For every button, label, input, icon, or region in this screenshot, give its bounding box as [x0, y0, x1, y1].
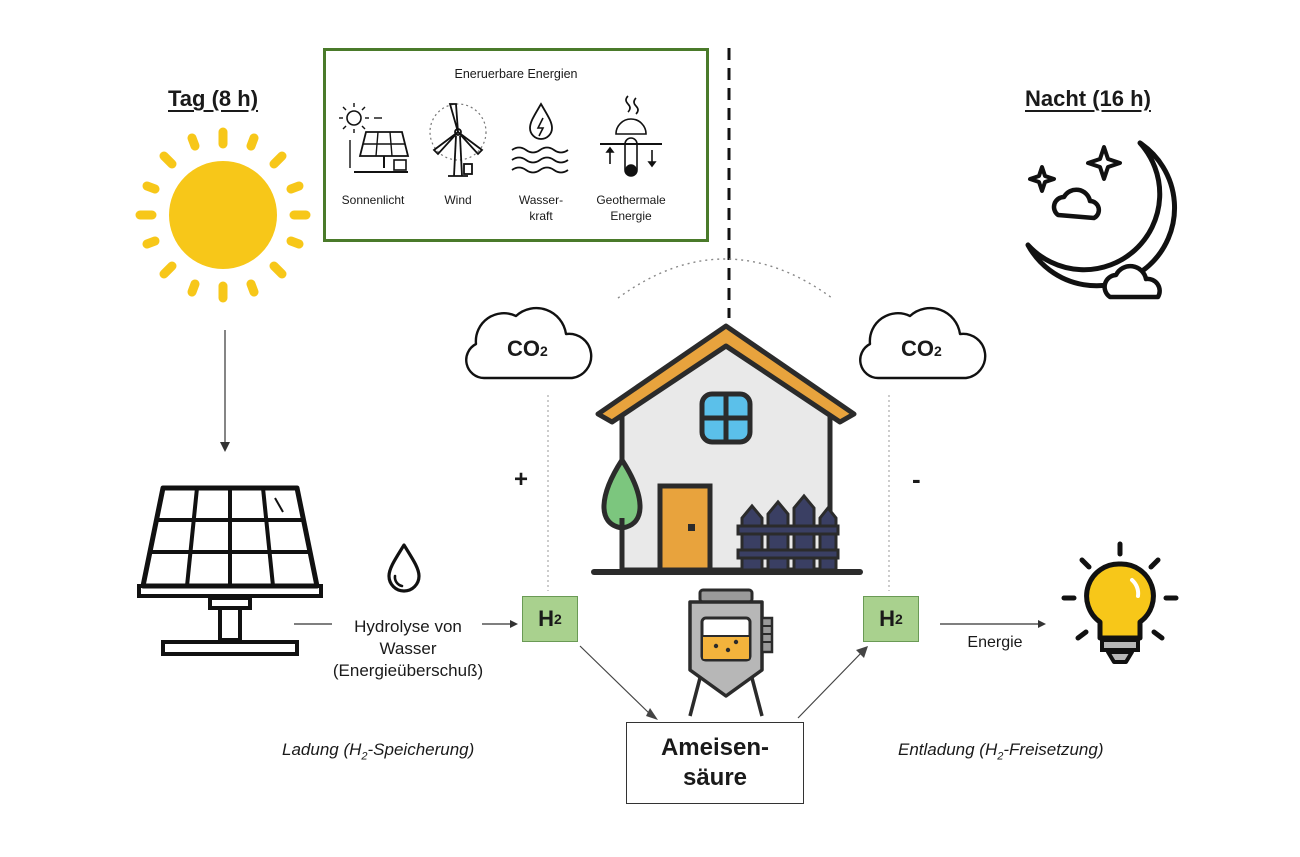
house-icon: [591, 323, 863, 575]
water-drop-icon: [387, 543, 421, 593]
formic-acid-box: Ameisen- säure: [626, 722, 804, 804]
acid-arrows: [579, 645, 868, 720]
energy-arrow: [940, 620, 1046, 628]
moon-icon: [1025, 140, 1177, 300]
sun-icon: [135, 127, 311, 303]
light-bulb-icon: [1061, 541, 1179, 664]
co2-cloud-left: [465, 306, 593, 380]
reactor-tank-icon: [688, 588, 774, 717]
renewable-label-geo: Geothermale Energie: [596, 193, 666, 223]
wasserkraft-icon: [511, 102, 569, 174]
dotted-arc: [617, 258, 833, 299]
plus-sign: +: [514, 466, 529, 493]
co2-line-left: [547, 395, 549, 591]
renewable-label-wind: Wind: [444, 193, 472, 207]
minus-sign: -: [912, 464, 921, 494]
energy-label: Energie: [967, 634, 1023, 651]
night-title: Nacht (16 h): [1025, 86, 1151, 111]
solar-panel-icon: [137, 485, 323, 656]
renewable-label-water: Wasser- kraft: [518, 193, 564, 223]
sonnenlicht-icon: [339, 103, 410, 173]
geothermal-icon: [600, 95, 662, 177]
co2-cloud-right: [859, 306, 987, 380]
discharging-label: Entladung (H2-Freisetzung): [898, 740, 1104, 763]
day-title: Tag (8 h): [168, 86, 259, 111]
renewables-title: Eneruerbare Energien: [454, 67, 578, 81]
charging-label: Ladung (H2-Speicherung): [282, 740, 475, 763]
hydrolysis-arrows: [294, 620, 518, 628]
renewable-label-sun: Sonnenlicht: [341, 193, 405, 207]
hydrolysis-label: Hydrolyse von Wasser (Energieüberschuß): [332, 617, 484, 680]
sun-to-panel-arrow: [220, 330, 230, 452]
day-night-divider: [727, 48, 731, 318]
wind-icon: [429, 103, 487, 177]
renewables-box: [323, 48, 709, 242]
co2-line-right: [888, 395, 890, 591]
